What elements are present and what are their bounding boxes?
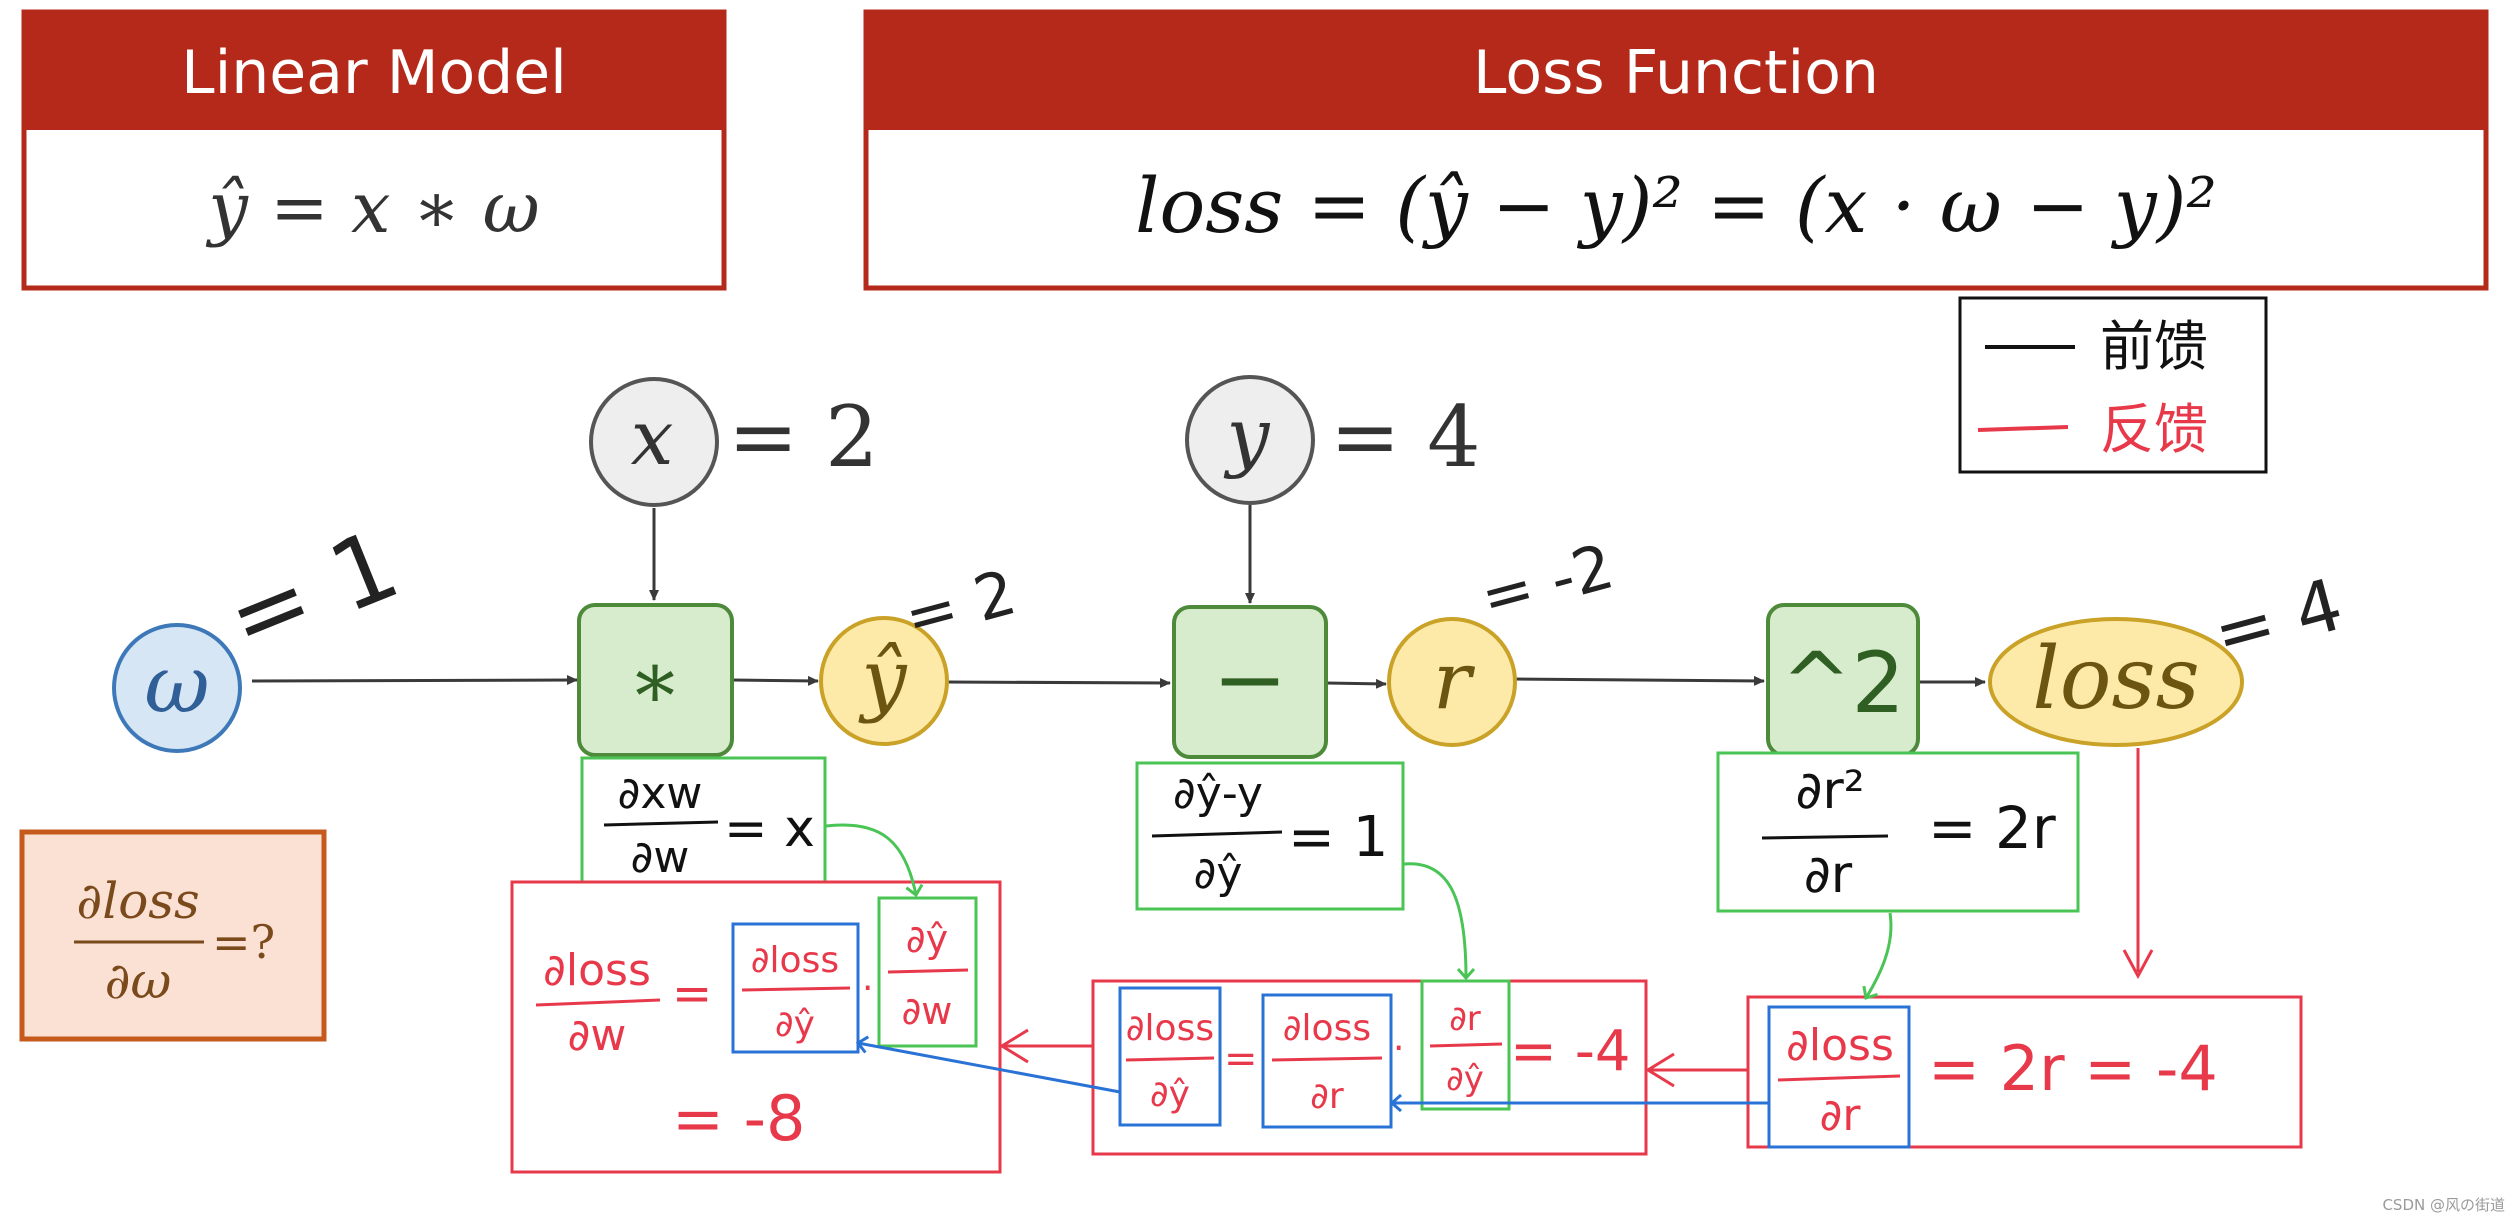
node-loss: loss (1988, 617, 2244, 747)
watermark: CSDN @风の街道 (2382, 1196, 2505, 1214)
linear-model-box: Linear Model ŷ = x ∗ ω (21, 9, 727, 291)
local-gradient-sq-rhs: = 2r (1928, 794, 2056, 862)
forward-edges (251, 505, 1986, 689)
node-loss-value: = 4 (2205, 562, 2351, 677)
backprop-step1-num: ∂loss (1786, 1020, 1894, 1071)
op-multiply: ∗ (577, 603, 734, 757)
backprop-step3-result: = -8 (672, 1082, 805, 1155)
backprop-step2-result: = -4 (1510, 1019, 1631, 1084)
backprop-step2-dot: · (1393, 1028, 1404, 1069)
local-gradient-sq: ∂r² ∂r = 2r (1716, 751, 2080, 913)
arrow-green-sub (1403, 862, 1476, 981)
node-r-value: = -2 (1473, 529, 1621, 634)
loss-function-box: Loss Function loss = (ŷ − y)² = (x · ω −… (863, 9, 2489, 291)
backprop-step3-equals: = (672, 966, 712, 1022)
op-square: ^2 (1766, 603, 1920, 757)
backprop-step1-term (1767, 1005, 1911, 1149)
backprop-step2: ∂loss ∂ŷ = ∂loss ∂r · ∂r ∂ŷ = -4 (1091, 979, 1648, 1156)
question-box: ∂loss ∂ω =? (19, 829, 327, 1042)
backprop-step3-b-den: ∂w (902, 989, 953, 1033)
legend-forward-label: 前馈 (2100, 315, 2208, 378)
backprop-step3-term-a (731, 922, 860, 1054)
node-r: r (1387, 617, 1517, 747)
backprop-step3-b-num: ∂ŷ (906, 917, 948, 961)
op-subtract-symbol: − (1212, 627, 1287, 732)
node-x-value: = 2 (728, 388, 879, 486)
local-gradient-sq-num: ∂r² (1795, 761, 1864, 821)
backprop-step2-lhs-num: ∂loss (1126, 1008, 1214, 1049)
node-x: x (589, 377, 719, 507)
backprop-step2-a-num: ∂loss (1283, 1008, 1371, 1049)
backprop-step3-a-num: ∂loss (751, 940, 839, 981)
arrow-green-sq (1862, 912, 1893, 1000)
local-gradient-sub: ∂ŷ-y ∂ŷ = 1 (1135, 761, 1405, 911)
arrow-green-mult (825, 823, 924, 898)
op-subtract: − (1172, 605, 1328, 759)
node-x-symbol: x (631, 393, 674, 482)
backprop-step2-lhs (1118, 986, 1222, 1127)
backprop-step3-lhs-den: ∂w (568, 1010, 627, 1061)
backprop-step3-lhs-num: ∂loss (543, 945, 651, 996)
local-gradient-sub-rhs: = 1 (1288, 805, 1388, 870)
local-gradient-mult: ∂xw ∂w = x (580, 756, 827, 898)
backprop-step3-dot: · (862, 968, 873, 1009)
backprop-step2-term-a (1261, 993, 1393, 1129)
backprop-step2-b-num: ∂r (1449, 999, 1481, 1039)
loss-function-formula: loss = (ŷ − y)² = (x · ω − y)² (1135, 161, 2217, 250)
backprop-step2-lhs-den: ∂ŷ (1150, 1074, 1190, 1115)
node-y: y (1185, 375, 1315, 505)
legend: 前馈 反馈 (1958, 296, 2268, 474)
linear-model-formula: ŷ = x ∗ ω (205, 167, 539, 249)
question-suffix: =? (212, 915, 275, 969)
node-r-symbol: r (1433, 634, 1476, 727)
local-gradient-sq-den: ∂r (1804, 845, 1853, 905)
node-y-hat-symbol: ŷ (858, 632, 908, 725)
backprop-step3-a-den: ∂ŷ (775, 1004, 815, 1045)
backprop-step1-den: ∂r (1820, 1090, 1862, 1141)
node-y-value: = 4 (1330, 388, 1481, 486)
backprop-step2-a-den: ∂r (1310, 1076, 1344, 1117)
node-w-symbol: ω (144, 638, 209, 731)
backprop-step3: ∂loss ∂w = ∂loss ∂ŷ · ∂ŷ ∂w = -8 (510, 880, 1002, 1174)
backprop-arrows (825, 748, 2154, 1113)
question-denominator: ∂ω (105, 952, 172, 1010)
backprop-step1: ∂loss ∂r = 2r = -4 (1746, 995, 2303, 1149)
linear-model-title: Linear Model (181, 38, 567, 108)
backprop-step2-b-den: ∂ŷ (1446, 1059, 1484, 1099)
local-gradient-sub-den: ∂ŷ (1194, 848, 1243, 899)
loss-function-title: Loss Function (1473, 38, 1879, 108)
op-multiply-symbol: ∗ (628, 634, 682, 727)
node-y-symbol: y (1224, 391, 1271, 480)
backprop-step2-equals: = (1224, 1036, 1258, 1082)
node-w: ω (112, 623, 242, 753)
node-w-value: = 1 (212, 508, 413, 676)
local-gradient-mult-num: ∂xw (618, 768, 703, 819)
local-gradient-mult-den: ∂w (631, 832, 690, 883)
backprop-step3-term-b (877, 896, 978, 1048)
op-square-symbol: ^2 (1781, 634, 1905, 732)
legend-backward-line (1977, 425, 2069, 432)
backprop-step2-term-b (1420, 979, 1511, 1111)
question-numerator: ∂loss (76, 872, 199, 930)
backprop-step1-rhs: = 2r = -4 (1928, 1032, 2218, 1105)
node-y-hat-value: = 2 (897, 555, 1023, 654)
local-gradient-mult-rhs: = x (724, 799, 815, 859)
legend-backward-label: 反馈 (2100, 398, 2208, 461)
node-y-hat: ŷ (819, 616, 949, 746)
node-loss-symbol: loss (2032, 629, 2200, 729)
arrow-blue-step2 (855, 1035, 1121, 1094)
local-gradient-sub-num: ∂ŷ-y (1173, 768, 1263, 819)
